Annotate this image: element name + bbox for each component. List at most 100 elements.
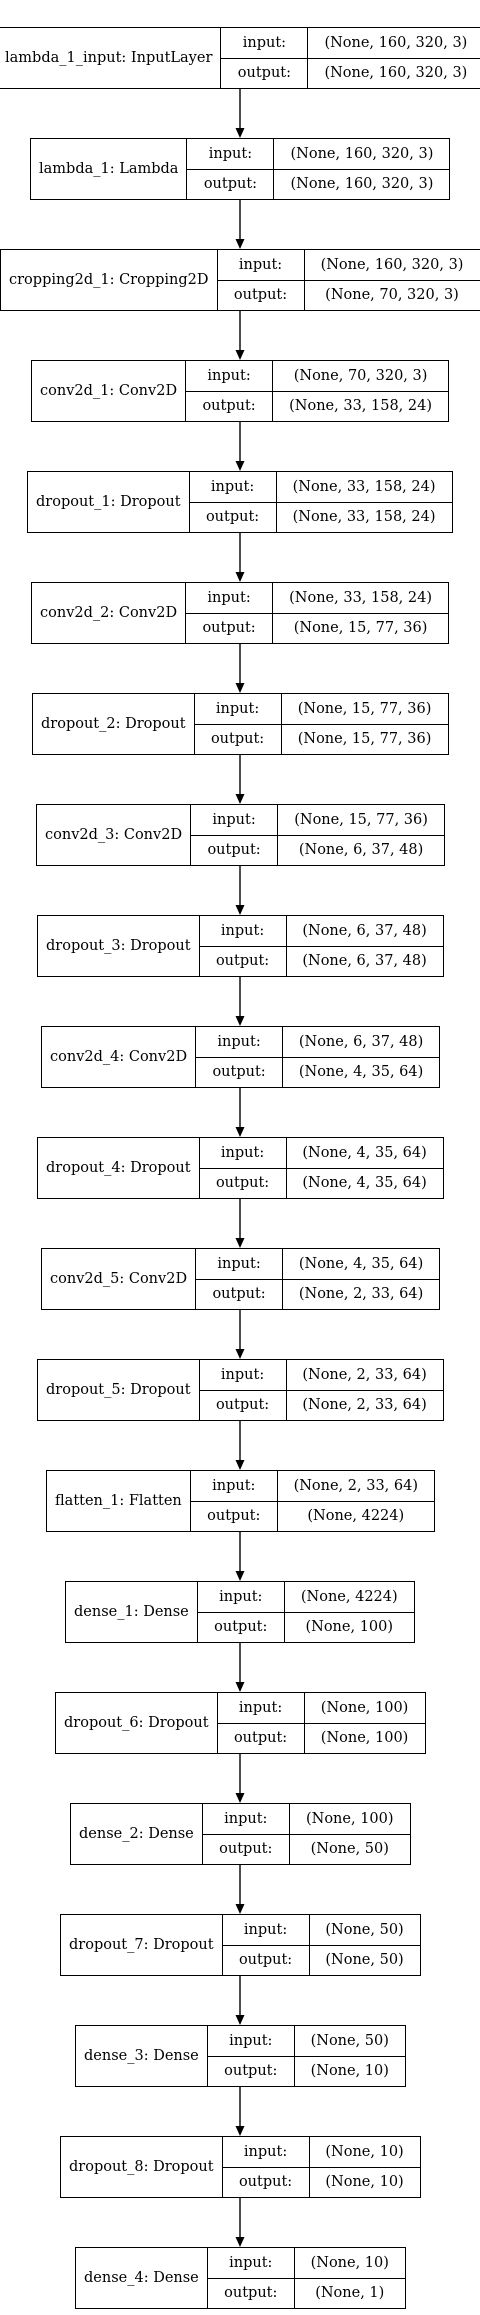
layer-name: dropout_1: Dropout [28,472,190,532]
layer-name: lambda_1: Lambda [31,139,188,199]
output-shape: (None, 50) [325,1952,404,1969]
layer-name: dropout_2: Dropout [33,694,195,754]
output-shape: (None, 6, 37, 48) [298,842,424,859]
output-shape: (None, 15, 77, 36) [293,620,428,637]
input-label: input: [191,1471,278,1501]
arrow-head [235,1904,245,1914]
input-label: input: [218,250,305,280]
arrow-head [235,1682,245,1692]
input-shape: (None, 160, 320, 3) [320,256,464,273]
input-label: input: [208,2248,295,2278]
input-label: input: [196,1027,284,1057]
output-shape: (None, 33, 158, 24) [292,509,436,526]
output-label: output: [186,391,274,421]
layer-name: dense_2: Dense [71,1804,203,1864]
output-label: output: [203,1834,290,1864]
output-shape: (None, 1) [315,2285,385,2302]
input-label: input: [196,1249,284,1279]
arrow-head [235,350,245,360]
input-label: input: [190,472,277,502]
output-shape: (None, 2, 33, 64) [298,1286,424,1303]
arrow-head [235,2015,245,2025]
input-shape: (None, 33, 158, 24) [292,478,436,495]
arrow-head [235,1127,245,1137]
output-label: output: [190,502,277,532]
input-label: input: [186,583,274,613]
layer-name: conv2d_4: Conv2D [42,1027,197,1087]
output-shape: (None, 100) [305,1619,394,1636]
output-shape: (None, 2, 33, 64) [302,1397,427,1414]
output-label: output: [223,2167,310,2197]
output-shape: (None, 160, 320, 3) [290,176,434,193]
input-shape: (None, 33, 158, 24) [289,589,433,606]
output-label: output: [200,946,287,976]
input-shape: (None, 6, 37, 48) [302,922,427,939]
input-label: input: [198,1582,285,1612]
layer-name: conv2d_2: Conv2D [32,583,187,643]
arrow-head [235,128,245,138]
output-shape: (None, 10) [310,2063,389,2080]
input-shape: (None, 4224) [300,1588,398,1605]
input-shape: (None, 100) [320,1699,409,1716]
input-shape: (None, 70, 320, 3) [293,367,428,384]
input-label: input: [223,1915,310,1945]
output-shape: (None, 15, 77, 36) [297,731,432,748]
input-label: input: [223,2137,310,2167]
input-shape: (None, 15, 77, 36) [297,700,432,717]
layer-name: dropout_8: Dropout [61,2137,223,2197]
output-label: output: [198,1612,285,1642]
input-shape: (None, 10) [325,2143,404,2160]
arrow-head [235,1349,245,1359]
input-shape: (None, 4, 35, 64) [298,1255,424,1272]
arrow-head [235,1238,245,1248]
arrow-head [235,1571,245,1581]
arrow-head [235,2126,245,2136]
layer-name: dense_3: Dense [76,2026,208,2086]
input-shape: (None, 6, 37, 48) [298,1033,424,1050]
arrow-head [235,1460,245,1470]
output-label: output: [218,1723,305,1753]
output-label: output: [221,58,309,88]
output-shape: (None, 4224) [307,1508,405,1525]
arrow-head [235,572,245,582]
input-label: input: [218,1693,305,1723]
layer-name: lambda_1_input: InputLayer [0,28,222,88]
output-label: output: [218,280,305,310]
layer-name: dense_1: Dense [66,1582,198,1642]
output-shape: (None, 70, 320, 3) [325,287,459,304]
input-shape: (None, 50) [325,1921,404,1938]
layer-name: dropout_5: Dropout [38,1360,200,1420]
input-label: input: [200,1138,287,1168]
layer-name: dropout_7: Dropout [61,1915,223,1975]
layer-name: cropping2d_1: Cropping2D [1,250,218,310]
output-label: output: [187,169,275,199]
output-label: output: [196,1057,284,1087]
layer-name: dropout_3: Dropout [38,916,200,976]
arrow-head [235,1793,245,1803]
input-label: input: [221,28,309,58]
input-label: input: [200,916,287,946]
output-shape: (None, 4, 35, 64) [302,1175,427,1192]
output-label: output: [208,2278,295,2308]
output-label: output: [191,1501,278,1531]
arrow-head [235,239,245,249]
output-shape: (None, 160, 320, 3) [324,65,468,82]
layer-name: conv2d_1: Conv2D [32,361,187,421]
output-label: output: [195,724,282,754]
output-shape: (None, 6, 37, 48) [302,953,427,970]
input-shape: (None, 160, 320, 3) [324,34,468,51]
layer-name: conv2d_5: Conv2D [42,1249,197,1309]
layer-name: dense_4: Dense [76,2248,208,2308]
